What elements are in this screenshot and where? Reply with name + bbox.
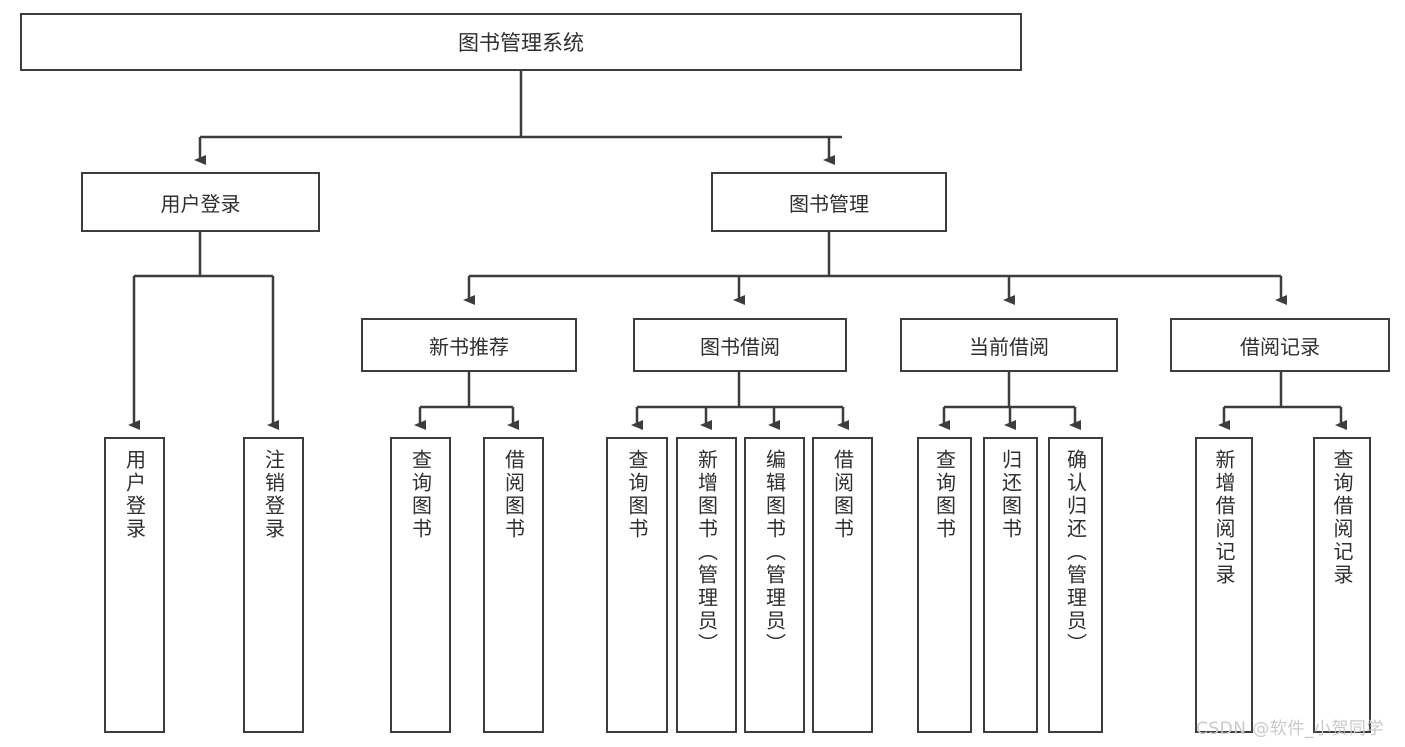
node-current-borrow[interactable]: 当前借阅 [900,318,1118,372]
leaf-record-add-record[interactable]: 新增借阅记录 [1195,437,1253,733]
node-borrow-record[interactable]: 借阅记录 [1170,318,1390,372]
leaf-borrow-edit-book-admin[interactable]: 编辑图书（管理员） [744,437,805,733]
node-label: 新增借阅记录 [1212,449,1236,587]
node-label: 查询借阅记录 [1330,449,1354,587]
node-new-book-recommend[interactable]: 新书推荐 [361,318,577,372]
node-label: 编辑图书（管理员） [762,449,787,656]
node-label: 归还图书 [998,449,1023,541]
node-label: 查询图书 [408,449,433,541]
leaf-newbook-borrow-book[interactable]: 借阅图书 [483,437,544,733]
node-label: 查询图书 [625,449,649,541]
leaf-record-query-record[interactable]: 查询借阅记录 [1313,437,1371,733]
leaf-newbook-query-book[interactable]: 查询图书 [390,437,451,733]
node-book-borrow[interactable]: 图书借阅 [633,318,847,372]
node-label: 注销登录 [261,449,286,541]
node-user-login[interactable]: 用户登录 [81,172,320,232]
node-label: 查询图书 [932,449,957,541]
leaf-borrow-query-book[interactable]: 查询图书 [606,437,668,733]
csdn-watermark: CSDN @软件_小贺同学 [1196,719,1384,739]
leaf-current-query-book[interactable]: 查询图书 [917,437,972,733]
node-label: 用户登录 [160,191,241,216]
node-label: 图书借阅 [700,334,780,359]
node-label: 图书管理 [789,191,869,216]
leaf-borrow-borrow-book[interactable]: 借阅图书 [812,437,873,733]
leaf-current-return-book[interactable]: 归还图书 [983,437,1038,733]
leaf-user-login[interactable]: 用户登录 [104,437,165,733]
node-label: 新增图书（管理员） [694,449,719,656]
node-label: 确认归还（管理员） [1063,449,1088,656]
node-label: 借阅图书 [830,449,855,541]
node-label: 用户登录 [122,449,147,541]
leaf-current-confirm-return-admin[interactable]: 确认归还（管理员） [1048,437,1103,733]
node-label: 图书管理系统 [458,31,584,55]
node-root-system[interactable]: 图书管理系统 [20,13,1022,71]
node-label: 借阅记录 [1240,334,1320,359]
leaf-logout[interactable]: 注销登录 [243,437,304,733]
leaf-borrow-add-book-admin[interactable]: 新增图书（管理员） [676,437,737,733]
node-label: 新书推荐 [429,334,509,359]
node-book-management[interactable]: 图书管理 [711,172,947,232]
node-label: 借阅图书 [501,449,526,541]
node-label: 当前借阅 [969,334,1049,359]
